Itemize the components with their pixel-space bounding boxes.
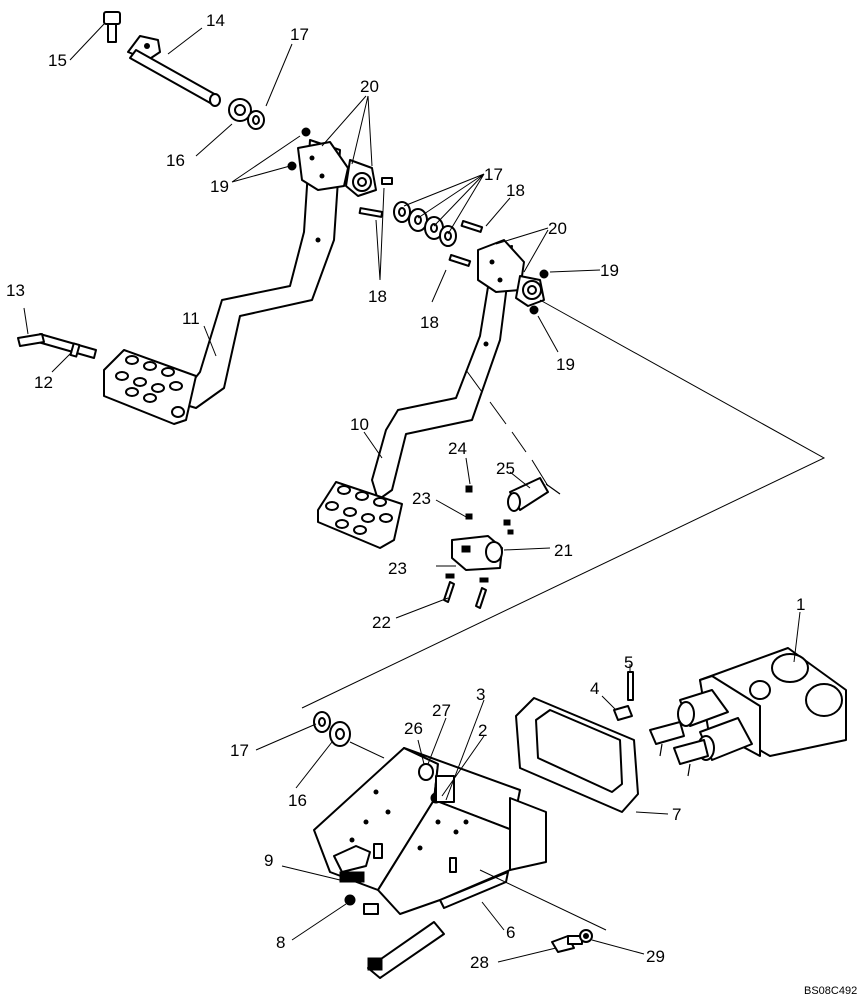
washers-17-middle xyxy=(393,201,457,247)
pin-12 xyxy=(37,333,97,359)
callout-19: 19 xyxy=(556,355,575,374)
drawing-reference: BS08C492 xyxy=(804,985,857,997)
mounting-bracket-6 xyxy=(313,747,547,915)
callout-16: 16 xyxy=(288,791,307,810)
callout-1: 1 xyxy=(796,595,805,614)
callout-19: 19 xyxy=(600,261,619,280)
callout-17: 17 xyxy=(484,165,503,184)
washer-17-bottom xyxy=(313,711,331,733)
dash-bracket-axis xyxy=(349,741,385,759)
callout-11: 11 xyxy=(182,309,200,328)
callout-20: 20 xyxy=(548,219,567,238)
callout-17: 17 xyxy=(230,741,249,760)
bushing-16-top xyxy=(228,98,252,122)
bolt-15 xyxy=(103,11,121,43)
callout-23: 23 xyxy=(412,489,431,508)
callout-20: 20 xyxy=(360,77,379,96)
callout-10: 10 xyxy=(350,415,369,434)
master-cylinder-1 xyxy=(649,647,847,777)
leader-lines xyxy=(23,23,801,963)
switch-25 xyxy=(507,477,561,512)
nut-29 xyxy=(579,929,593,943)
callout-8: 8 xyxy=(276,933,285,952)
callout-3: 3 xyxy=(476,685,485,704)
callout-25: 25 xyxy=(496,459,515,478)
assembly-guide-line xyxy=(301,299,826,709)
pedal-pad-11 xyxy=(103,349,197,425)
bolt-28 xyxy=(551,935,583,953)
callout-16: 16 xyxy=(166,151,185,170)
callout-labels: 14 15 17 20 16 19 17 18 20 19 18 18 19 1… xyxy=(6,11,805,972)
switch-bracket-21 xyxy=(451,535,503,571)
pedal-arm-11 xyxy=(175,139,377,409)
pivot-shaft xyxy=(127,35,221,107)
bracket-guide-line xyxy=(479,869,607,931)
callout-7: 7 xyxy=(672,805,681,824)
dash-centerline xyxy=(465,369,549,487)
callout-28: 28 xyxy=(470,953,489,972)
pin-4-clip-5 xyxy=(613,671,634,721)
callout-18: 18 xyxy=(506,181,525,200)
callout-17: 17 xyxy=(290,25,309,44)
small-parts-23-24 xyxy=(465,485,514,535)
callout-12: 12 xyxy=(34,373,53,392)
callout-18: 18 xyxy=(368,287,387,306)
clip-13 xyxy=(17,333,45,347)
callout-21: 21 xyxy=(554,541,573,560)
callout-22: 22 xyxy=(372,613,391,632)
callout-27: 27 xyxy=(432,701,451,720)
arm-6 xyxy=(367,921,445,979)
gasket-7 xyxy=(515,697,639,813)
bolts-22 xyxy=(443,573,489,609)
callout-15: 15 xyxy=(48,51,67,70)
pedal-pad-10 xyxy=(317,481,403,549)
callout-24: 24 xyxy=(448,439,467,458)
callout-6: 6 xyxy=(506,923,515,942)
callout-23: 23 xyxy=(388,559,407,578)
callout-13: 13 xyxy=(6,281,25,300)
callout-26: 26 xyxy=(404,719,423,738)
callout-9: 9 xyxy=(264,851,273,870)
callout-19: 19 xyxy=(210,177,229,196)
nut-8-9 xyxy=(339,871,379,915)
callout-4: 4 xyxy=(590,679,599,698)
callout-2: 2 xyxy=(478,721,487,740)
bushing-16-bottom xyxy=(329,721,351,747)
callout-29: 29 xyxy=(646,947,665,966)
callout-14: 14 xyxy=(206,11,225,30)
callout-5: 5 xyxy=(624,653,633,672)
fasteners-left-bracket xyxy=(287,127,393,218)
callout-18: 18 xyxy=(420,313,439,332)
washer-17-top xyxy=(247,110,265,130)
pedal-arm-10 xyxy=(371,220,549,501)
